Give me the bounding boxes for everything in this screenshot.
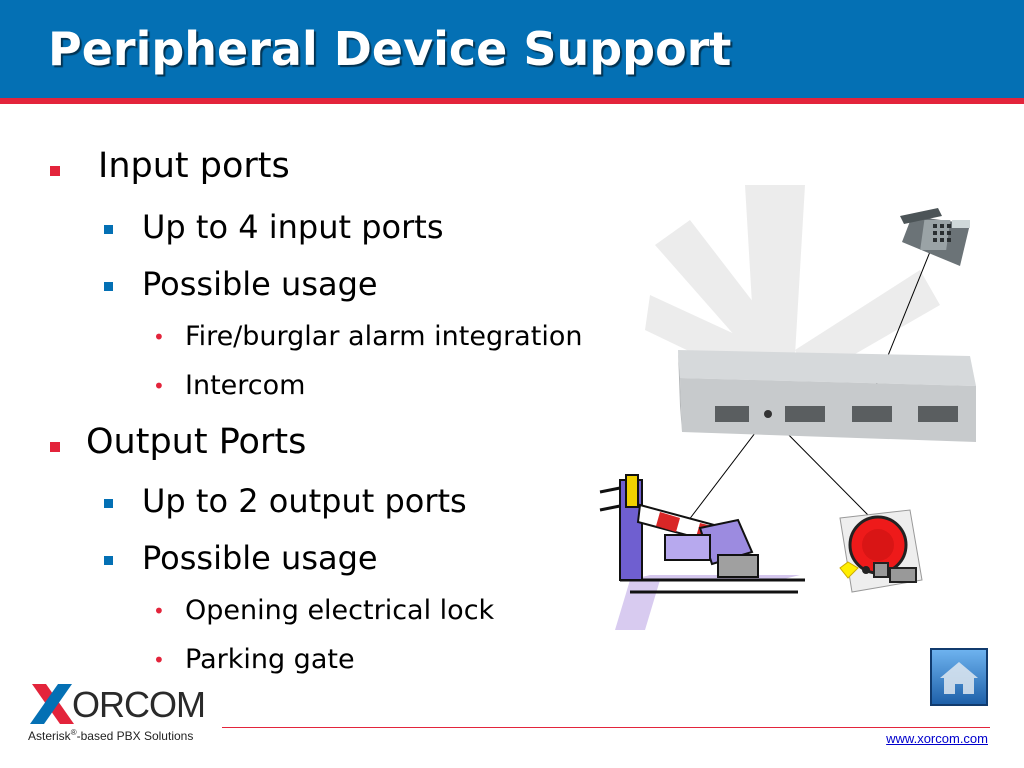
logo-tagline: Asterisk®-based PBX Solutions: [28, 728, 194, 743]
square-bullet-icon: [104, 499, 113, 508]
square-bullet-icon: [104, 225, 113, 234]
bullet-text: Possible usage: [142, 265, 378, 303]
footer-divider: [222, 727, 990, 728]
square-bullet-icon: [50, 166, 60, 176]
bullet-up-to-4-input: Up to 4 input ports: [104, 208, 444, 246]
square-bullet-icon: [104, 282, 113, 291]
bullet-text: Intercom: [185, 370, 306, 401]
bullet-text: Possible usage: [142, 539, 378, 577]
slide-header: Peripheral Device Support: [0, 0, 1024, 98]
parking-gate-icon: [599, 474, 805, 630]
header-divider: [0, 98, 1024, 104]
bullet-possible-usage-2: Possible usage: [104, 539, 378, 577]
bullet-text: Up to 2 output ports: [142, 482, 467, 520]
website-link[interactable]: www.xorcom.com: [886, 731, 988, 746]
peripheral-illustration: [599, 185, 976, 630]
bullet-text: Opening electrical lock: [185, 595, 495, 626]
home-button[interactable]: [930, 648, 988, 706]
bullet-text: Output Ports: [86, 422, 307, 462]
square-bullet-icon: [50, 442, 60, 452]
bullet-input-ports: Input ports: [50, 146, 290, 186]
bullet-electrical-lock: • Opening electrical lock: [153, 595, 495, 626]
bullet-text: Up to 4 input ports: [142, 208, 444, 246]
dot-bullet-icon: •: [153, 599, 165, 623]
home-icon: [930, 648, 988, 706]
bullet-text: Fire/burglar alarm integration: [185, 321, 583, 352]
pbx-unit-icon: [678, 350, 976, 442]
dot-bullet-icon: •: [153, 325, 165, 349]
bullet-parking-gate: • Parking gate: [153, 644, 355, 675]
xorcom-logo: ORCOM Asterisk®-based PBX Solutions: [28, 680, 218, 743]
phone-icon: [900, 208, 970, 266]
dot-bullet-icon: •: [153, 374, 165, 398]
bullet-text: Input ports: [98, 146, 290, 186]
bullet-output-ports: Output Ports: [50, 422, 307, 462]
bullet-up-to-2-output: Up to 2 output ports: [104, 482, 467, 520]
alarm-bell-icon: [839, 509, 923, 593]
dot-bullet-icon: •: [153, 648, 165, 672]
bullet-fire-burglar: • Fire/burglar alarm integration: [153, 321, 583, 352]
bullet-text: Parking gate: [185, 644, 355, 675]
logo-word: ORCOM: [72, 684, 206, 725]
asterisk-watermark-icon: [645, 185, 940, 390]
slide-title: Peripheral Device Support: [48, 22, 732, 76]
bullet-possible-usage-1: Possible usage: [104, 265, 378, 303]
bullet-intercom: • Intercom: [153, 370, 306, 401]
logo-x-icon: [30, 684, 74, 724]
square-bullet-icon: [104, 556, 113, 565]
